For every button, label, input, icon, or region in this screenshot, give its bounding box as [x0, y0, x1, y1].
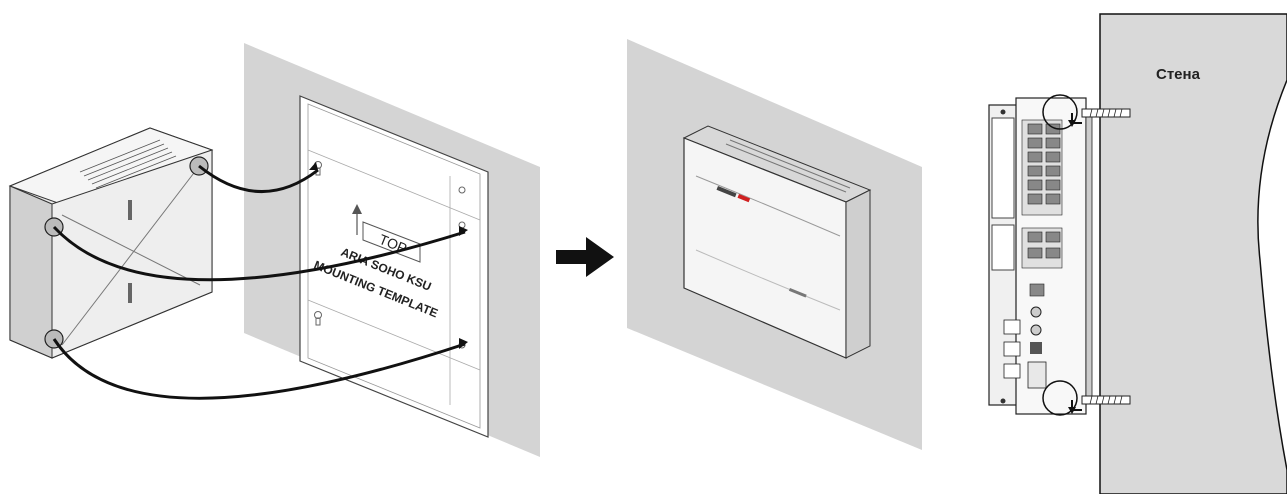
rj-port-stack-lower — [1022, 228, 1062, 268]
step-arrow-icon — [556, 237, 614, 277]
wall-label: Стена — [1156, 66, 1201, 83]
step3-panel: Стена — [978, 0, 1287, 494]
step2-panel — [627, 39, 922, 450]
step1-panel: TOP ARIA SOHO KSU MOUNTING TEMPLATE — [10, 43, 540, 457]
wall-section — [1100, 14, 1287, 494]
rj-port-stack — [1022, 120, 1062, 215]
device-side-view — [989, 98, 1092, 414]
device-back-view — [10, 128, 212, 358]
